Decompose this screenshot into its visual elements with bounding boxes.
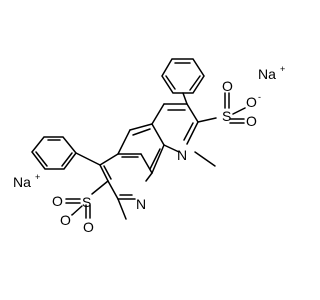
oxygen-right-bottom-label: O [246, 94, 257, 110]
right-phenyl-ring [161, 58, 205, 94]
nitrogen-right-label: N [177, 147, 187, 163]
sodium-top-label: Na [258, 66, 276, 82]
right-sulfonate-group [224, 92, 246, 124]
oxygen-right-top-label: O [222, 78, 233, 94]
oxygen-right-side-label: O [246, 113, 257, 129]
substituent-bonds [75, 92, 217, 220]
structure-canvas: N N S S O O O O O O - - Na + Na + [13, 58, 285, 235]
left-sulfonate-group [65, 198, 91, 219]
oxide-right-minus: - [258, 92, 261, 102]
sodium-bottom-label: Na [13, 174, 31, 190]
oxygen-left-side-label: O [52, 193, 63, 209]
nitrogen-left-label: N [136, 196, 146, 212]
oxygen-left-top-label: O [83, 219, 94, 235]
sulfur-right-label: S [222, 108, 231, 124]
oxide-left-minus: - [71, 209, 74, 219]
central-ring [117, 123, 165, 174]
left-phenyl-ring [31, 136, 77, 170]
sodium-bottom-plus: + [35, 172, 40, 182]
oxygen-left-bottom-label: O [60, 212, 71, 228]
sodium-top-plus: + [280, 64, 285, 74]
left-pyridine-ring [99, 153, 153, 200]
sulfur-left-label: S [82, 194, 91, 210]
right-pyridine-ring [151, 103, 199, 153]
